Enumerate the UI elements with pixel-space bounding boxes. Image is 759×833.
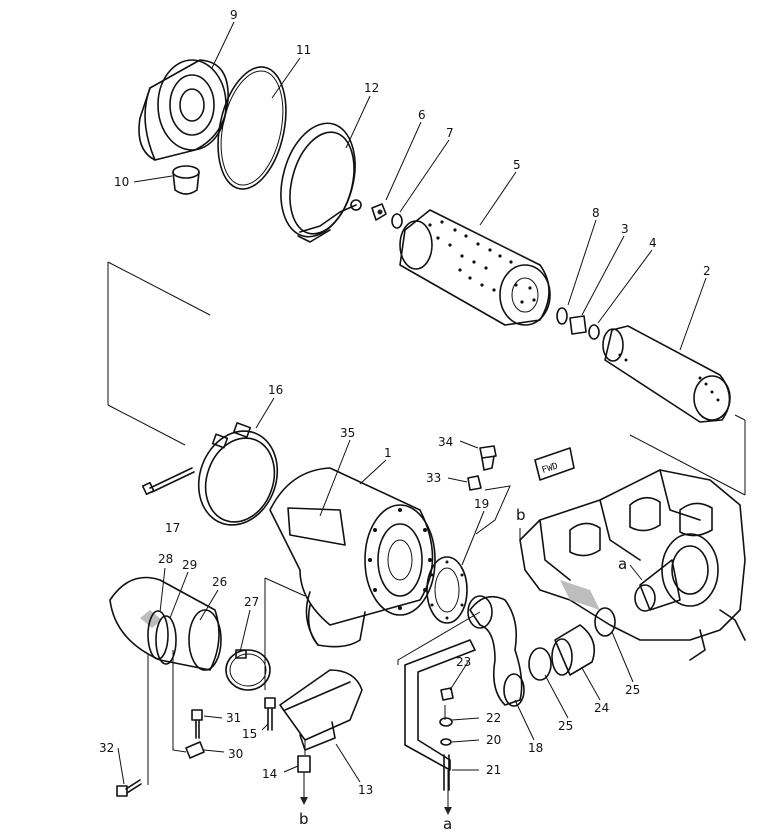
part-25-clamp-lower	[528, 647, 552, 681]
letter-b-bottom: b	[299, 810, 309, 828]
part-25-clamp-upper	[594, 607, 616, 637]
part-22-washer	[439, 717, 453, 727]
callout-14: 14	[262, 767, 277, 781]
callout-27: 27	[244, 595, 259, 609]
callout-25-lower: 25	[558, 719, 573, 733]
engine-block	[519, 469, 746, 661]
callout-23: 23	[456, 655, 471, 669]
callout-3: 3	[621, 222, 629, 236]
part-10-dust-valve	[172, 165, 200, 195]
fwd-tag: FWD	[534, 447, 575, 481]
callout-33: 33	[426, 471, 441, 485]
callout-26: 26	[212, 575, 227, 589]
part-1-air-cleaner-body	[269, 467, 436, 648]
callout-24: 24	[594, 701, 609, 715]
part-14-spacer	[297, 755, 311, 773]
part-18-hose	[467, 595, 525, 707]
letter-a-bottom: a	[443, 815, 452, 833]
part-15-bolt	[264, 697, 276, 731]
part-5-outer-element	[399, 209, 551, 326]
callout-7: 7	[446, 126, 454, 140]
callout-25-upper: 25	[625, 683, 640, 697]
part-4-washer	[588, 324, 600, 340]
part-31-bolt	[191, 709, 203, 739]
part-33-adapter	[467, 475, 482, 491]
callout-6: 6	[418, 108, 426, 122]
part-6-nut	[371, 203, 387, 221]
callout-15: 15	[242, 727, 257, 741]
callout-34: 34	[438, 435, 453, 449]
letter-a-engine: a	[618, 555, 627, 573]
part-24-tube	[551, 624, 596, 676]
callout-21: 21	[486, 763, 501, 777]
part-9-cover	[138, 59, 229, 161]
part-21-stud	[443, 754, 450, 791]
callout-20: 20	[486, 733, 501, 747]
part-8-o-ring	[556, 307, 568, 325]
part-29-clamp	[147, 610, 177, 665]
callout-1: 1	[384, 446, 392, 460]
arrow-b-down	[300, 797, 308, 805]
callout-12: 12	[364, 81, 379, 95]
callout-10: 10	[114, 175, 129, 189]
bracket-right	[404, 639, 476, 771]
callout-5: 5	[513, 158, 521, 172]
part-23-nut	[440, 687, 454, 701]
callout-29: 29	[182, 558, 197, 572]
arrow-a-down	[444, 807, 452, 815]
connection-letters: b a b a	[299, 506, 627, 833]
callout-leaders	[117, 21, 707, 785]
callout-9: 9	[230, 8, 238, 22]
part-16-mounting-strap	[197, 422, 279, 526]
callout-30: 30	[228, 747, 243, 761]
part-32-bolt	[116, 779, 142, 797]
callout-2: 2	[703, 264, 711, 278]
part-30-bolt	[185, 741, 205, 759]
part-20-spacer	[440, 738, 452, 746]
callout-28: 28	[158, 552, 173, 566]
callout-17: 17	[165, 521, 180, 535]
view-frame-lines	[107, 261, 746, 496]
part-13-support-bracket	[279, 669, 363, 751]
callout-31: 31	[226, 711, 241, 725]
part-12-clamp-band	[280, 122, 362, 243]
callout-19: 19	[474, 497, 489, 511]
callout-35: 35	[340, 426, 355, 440]
part-7-washer	[391, 213, 403, 229]
callout-11: 11	[296, 43, 311, 57]
part-19-gasket	[426, 556, 468, 624]
part-11-o-ring	[217, 66, 287, 190]
callout-16: 16	[268, 383, 283, 397]
callout-4: 4	[649, 236, 657, 250]
callout-labels: 9 11 12 6 7 5 10 8 3 4 2 16 35 34 1 33 1…	[99, 8, 711, 797]
part-27-clamp	[225, 649, 271, 691]
part-35-label-plate	[287, 507, 346, 546]
callout-18: 18	[528, 741, 543, 755]
part-26-intake-pipe	[109, 576, 222, 671]
part-34-dust-indicator	[479, 445, 497, 471]
callout-32: 32	[99, 741, 114, 755]
part-17-bolt	[141, 467, 195, 496]
callout-22: 22	[486, 711, 501, 725]
part-2-inner-element	[602, 325, 731, 423]
part-3-nut	[569, 315, 587, 335]
assembly-lines	[147, 485, 643, 812]
letter-b-top: b	[516, 506, 526, 524]
callout-8: 8	[592, 206, 600, 220]
callout-13: 13	[358, 783, 373, 797]
fwd-tag-text: FWD	[541, 461, 560, 476]
